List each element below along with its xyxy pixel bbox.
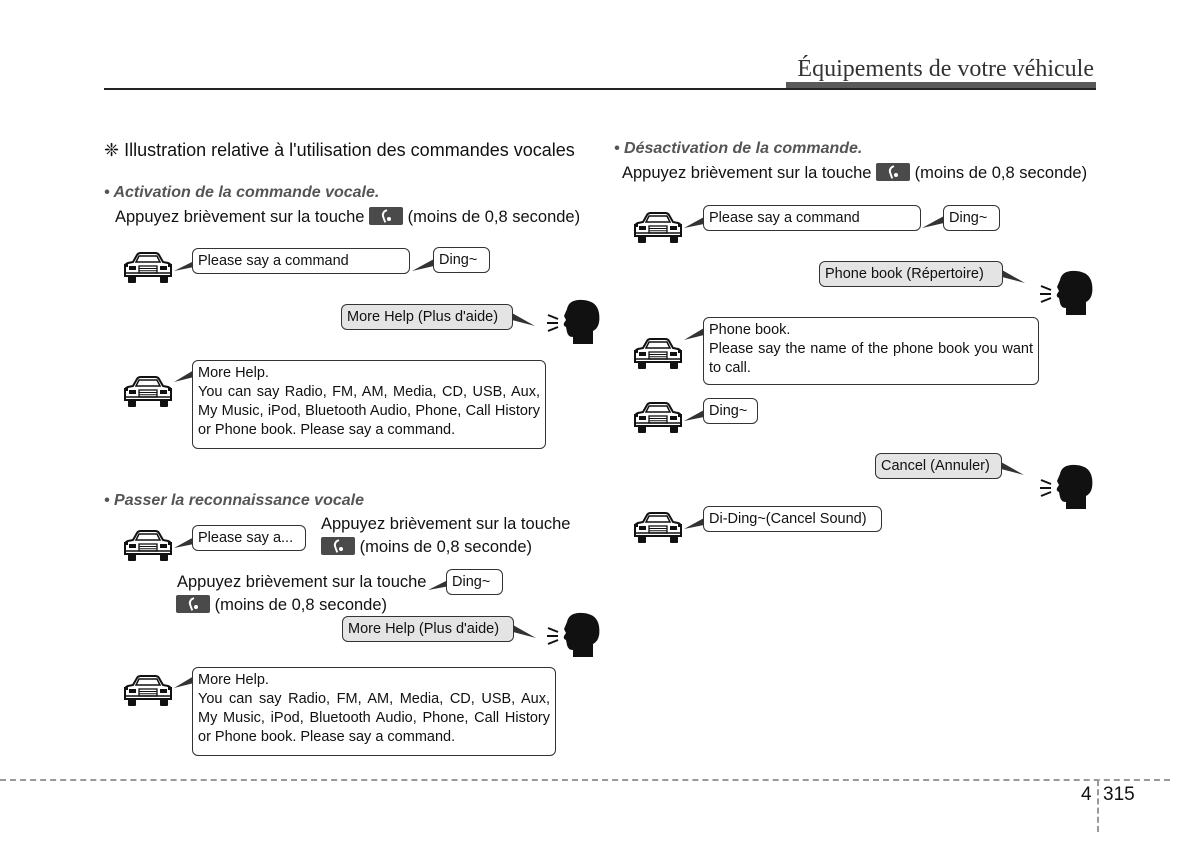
instruction-duration: (moins de 0,8 seconde): [214, 596, 388, 614]
voice-button-icon: [876, 163, 911, 181]
chapter-number: 4: [1081, 784, 1092, 805]
speech-tail: [512, 313, 535, 326]
speech-tail: [684, 518, 704, 529]
speaking-person-icon: [1038, 270, 1094, 316]
bubble-please-say: Please say a...: [192, 525, 306, 551]
car-icon: [634, 338, 682, 370]
bubble-please-say-command: Please say a command: [192, 248, 410, 274]
speech-tail: [174, 261, 194, 271]
footer-page-divider: [1097, 780, 1099, 832]
speech-tail: [684, 217, 704, 228]
bubble-cancel-sound: Di-Ding~(Cancel Sound): [703, 506, 882, 532]
speech-tail: [1002, 270, 1025, 283]
speech-tail: [412, 259, 434, 271]
speech-tail: [174, 370, 194, 382]
bubble-please-say-command: Please say a command: [703, 205, 921, 231]
car-icon: [124, 675, 172, 707]
bubble-more-help-request: More Help (Plus d'aide): [342, 616, 514, 642]
bubble-phone-book-response: Phone book. Please say the name of the p…: [703, 317, 1039, 385]
speech-tail: [428, 579, 450, 590]
note-text: Illustration relative à l'utilisation de…: [124, 140, 575, 160]
instruction-duration: (moins de 0,8 seconde): [359, 538, 533, 556]
activation-instruction: Appuyez brièvement sur la touche (moins …: [115, 207, 580, 227]
car-icon: [124, 376, 172, 408]
car-icon: [634, 512, 682, 544]
car-icon: [634, 212, 682, 244]
skip-instruction-2-line-1: Appuyez brièvement sur la touche: [177, 573, 427, 591]
section-heading-activation: • Activation de la commande vocale.: [104, 184, 380, 201]
footer-divider: [0, 779, 1170, 781]
page-header-title: Équipements de votre véhicule: [797, 56, 1094, 82]
speaking-person-icon: [545, 612, 601, 658]
deactivation-instruction: Appuyez brièvement sur la touche (moins …: [622, 163, 1087, 183]
response-line-1: Phone book.: [709, 322, 791, 338]
section-heading-deactivation: • Désactivation de la commande.: [614, 140, 863, 157]
car-icon: [124, 530, 172, 562]
bubble-ding: Ding~: [703, 398, 758, 424]
skip-instruction-1-line-1: Appuyez brièvement sur la touche: [321, 515, 571, 533]
response-line-1: More Help.: [198, 672, 269, 688]
page-number: 315: [1103, 784, 1135, 805]
header-accent-bar: [786, 82, 1096, 90]
speech-tail: [174, 537, 194, 548]
header-rule: [104, 88, 1096, 90]
illustration-note: ❈ Illustration relative à l'utilisation …: [104, 140, 575, 161]
instruction-duration: (moins de 0,8 seconde): [914, 164, 1088, 182]
speaking-person-icon: [1038, 464, 1094, 510]
bubble-more-help-response: More Help. You can say Radio, FM, AM, Me…: [192, 667, 556, 756]
bubble-ding: Ding~: [446, 569, 503, 595]
speech-tail: [174, 676, 194, 688]
speech-tail: [684, 410, 704, 421]
voice-button-icon: [176, 595, 210, 613]
skip-instruction-1-line-2: (moins de 0,8 seconde): [321, 537, 532, 557]
note-symbol-icon: ❈: [104, 140, 120, 160]
response-line-2: You can say Radio, FM, AM, Media, CD, US…: [198, 384, 540, 438]
voice-button-icon: [369, 207, 404, 225]
speech-tail: [513, 625, 536, 638]
speaking-person-icon: [545, 299, 601, 345]
bubble-ding: Ding~: [943, 205, 1000, 231]
speech-tail: [922, 216, 944, 228]
instruction-text: Appuyez brièvement sur la touche: [115, 208, 365, 226]
bubble-more-help-request: More Help (Plus d'aide): [341, 304, 513, 330]
response-line-2: Please say the name of the phone book yo…: [709, 341, 1033, 376]
section-heading-skip: • Passer la reconnaissance vocale: [104, 492, 364, 509]
speech-tail: [684, 328, 704, 340]
car-icon: [634, 402, 682, 434]
bubble-cancel-request: Cancel (Annuler): [875, 453, 1002, 479]
car-icon: [124, 252, 172, 284]
skip-instruction-2-line-2: (moins de 0,8 seconde): [176, 595, 387, 615]
instruction-text: Appuyez brièvement sur la touche: [622, 164, 872, 182]
response-line-2: You can say Radio, FM, AM, Media, CD, US…: [198, 691, 550, 745]
voice-button-icon: [321, 537, 355, 555]
bubble-more-help-response: More Help. You can say Radio, FM, AM, Me…: [192, 360, 546, 449]
response-line-1: More Help.: [198, 365, 269, 381]
instruction-duration: (moins de 0,8 seconde): [407, 208, 581, 226]
bubble-phone-book-request: Phone book (Répertoire): [819, 261, 1003, 287]
bubble-ding: Ding~: [433, 247, 490, 273]
speech-tail: [1001, 462, 1024, 475]
